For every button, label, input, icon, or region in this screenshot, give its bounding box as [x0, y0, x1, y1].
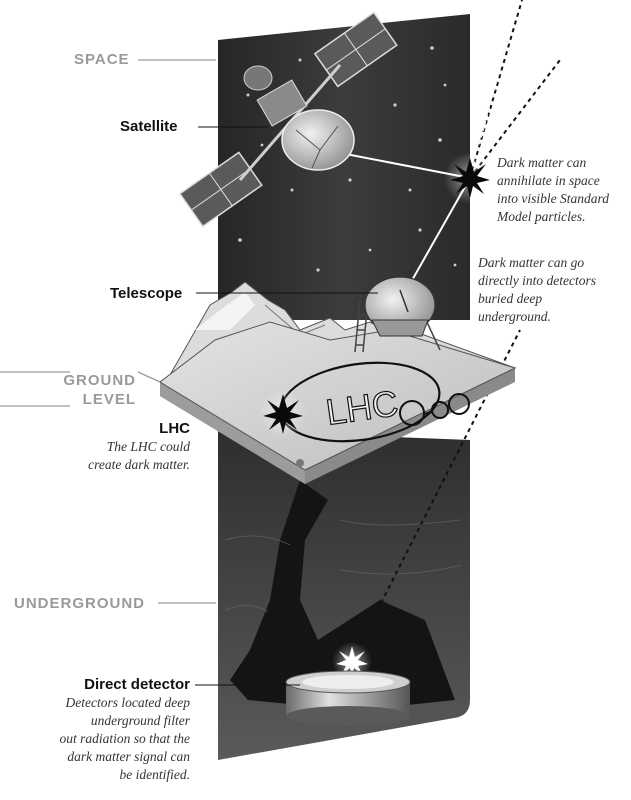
direct-note: Dark matter can go directly into detecto…: [478, 254, 628, 326]
lhc-ring: LHC: [279, 361, 470, 443]
annihilate-note-line: into visible Standard: [497, 191, 609, 206]
annihilate-note: Dark matter can annihilate in space into…: [497, 154, 629, 226]
zone-label-space: SPACE: [74, 51, 130, 68]
satellite-icon: [178, 11, 398, 228]
detector-caption: Direct detector Detectors located deep u…: [20, 676, 190, 784]
zone-label-underground: UNDERGROUND: [14, 595, 145, 612]
annihilate-note-line: Model particles.: [497, 209, 586, 224]
telescope-dish-icon: [354, 276, 441, 353]
detector-note-line: dark matter signal can: [67, 749, 190, 764]
lhc-caption: LHC The LHC could create dark matter.: [60, 420, 190, 474]
label-direct-detector: Direct detector: [84, 676, 190, 693]
annihilate-note-line: annihilate in space: [497, 173, 600, 188]
lhc-note-line1: The LHC could: [106, 439, 190, 454]
lhc-note-line2: create dark matter.: [88, 457, 190, 472]
detector-note-line: be identified.: [119, 767, 190, 782]
zone-label-ground-line2: LEVEL: [82, 391, 136, 408]
label-leaders: [195, 126, 378, 686]
zone-label-ground-line1: GROUND: [63, 372, 136, 389]
collision-star-icon: [444, 152, 496, 204]
label-lhc: LHC: [159, 420, 190, 437]
collision-star-icon: [259, 390, 307, 438]
label-satellite: Satellite: [120, 118, 178, 135]
ring-text: LHC: [323, 382, 400, 433]
underground-column: [218, 430, 470, 760]
label-telescope: Telescope: [110, 285, 183, 302]
detector-note-line: underground filter: [90, 713, 190, 728]
annihilate-note-line: Dark matter can: [497, 155, 587, 170]
zone-label-ground: GROUND LEVEL: [40, 371, 136, 409]
detector-note-line: out radiation so that the: [59, 731, 190, 746]
direct-note-line: Dark matter can go: [478, 255, 585, 270]
ground-slab: [159, 281, 517, 484]
detector-note-line: Detectors located deep: [65, 695, 190, 710]
direct-note-line: directly into detectors: [478, 273, 596, 288]
zone-leaders: [0, 59, 216, 604]
detector-cylinder-icon: [285, 670, 411, 726]
direct-note-line: underground.: [478, 309, 551, 324]
stars: [238, 46, 457, 272]
cave: [230, 480, 455, 712]
direct-note-line: buried deep: [478, 291, 543, 306]
